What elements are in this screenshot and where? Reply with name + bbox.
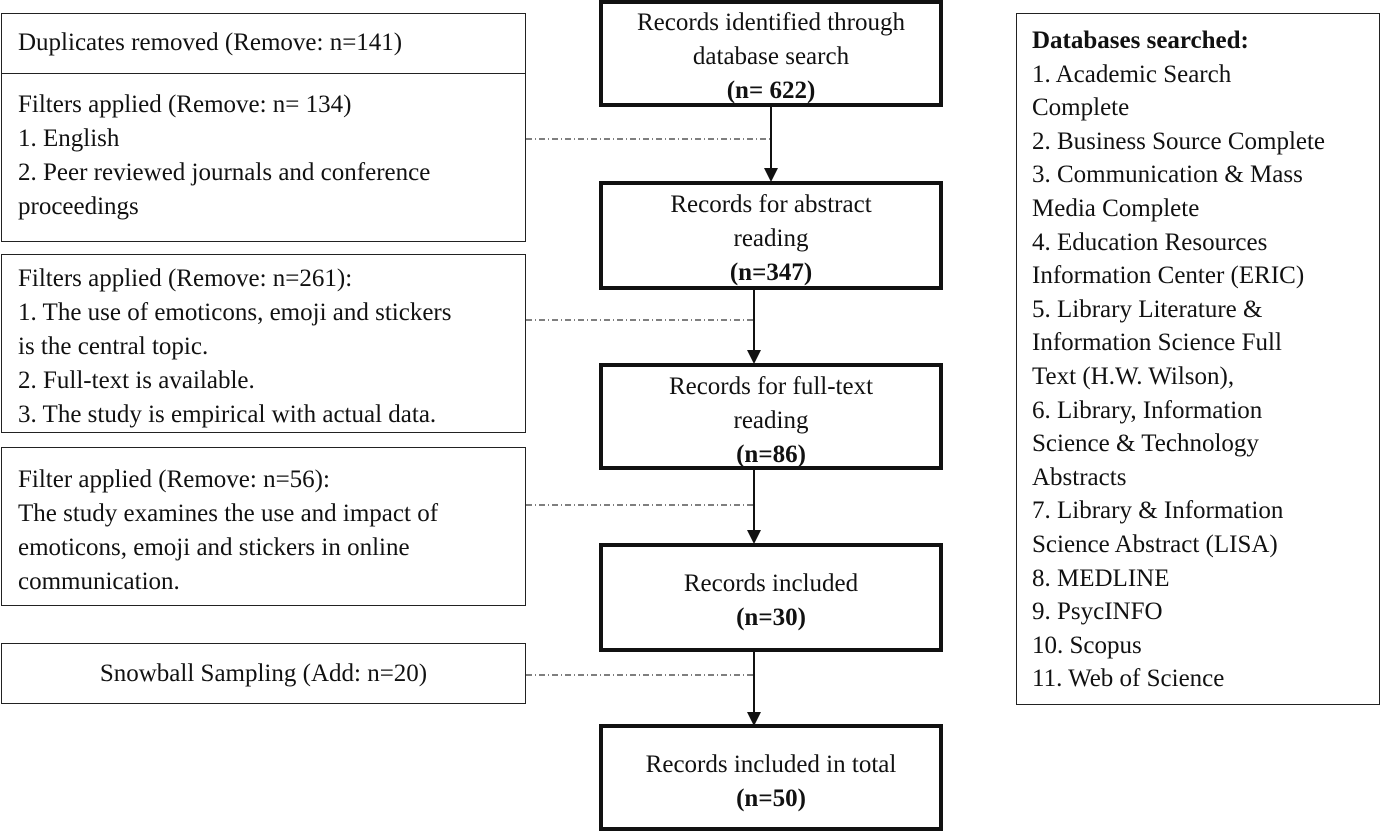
filters2-line: 2. Full-text is available. <box>18 367 255 394</box>
filters2-line: is the central topic. <box>18 333 209 360</box>
databases-searched-box: Databases searched: 1. Academic Search C… <box>1016 13 1380 705</box>
filter3-line: communication. <box>18 568 180 595</box>
records-fulltext-reading-box: Records for full-text reading (n=86) <box>599 363 943 470</box>
duplicates-removed-text: Duplicates removed (Remove: n=141) <box>18 29 403 56</box>
records-abstract-line1: Records for abstract <box>670 191 872 218</box>
databases-title: Databases searched: <box>1032 27 1249 54</box>
database-line: Abstracts <box>1032 463 1127 491</box>
records-abstract-reading-box: Records for abstract reading (n=347) <box>599 181 943 290</box>
records-included-total-box: Records included in total (n=50) <box>599 724 943 831</box>
filter-applied-impact-box: Filter applied (Remove: n=56): The study… <box>1 447 526 606</box>
database-line: 10. Scopus <box>1032 631 1142 659</box>
filters1-title: Filters applied (Remove: n= 134) <box>18 91 352 118</box>
database-line: 5. Library Literature & <box>1032 295 1263 323</box>
filters1-line: 2. Peer reviewed journals and conference <box>18 159 431 186</box>
database-line: Media Complete <box>1032 194 1200 222</box>
database-line: 1. Academic Search <box>1032 60 1232 88</box>
records-identified-line2: database search <box>692 43 850 70</box>
records-fulltext-count: (n=86) <box>736 441 806 468</box>
database-line: Text (H.W. Wilson), <box>1032 362 1235 390</box>
snowball-sampling-box: Snowball Sampling (Add: n=20) <box>1 643 526 704</box>
records-fulltext-line1: Records for full-text <box>668 373 874 400</box>
filters-applied-language-box: Filters applied (Remove: n= 134) 1. Engl… <box>1 73 526 242</box>
filter3-line: The study examines the use and impact of <box>18 500 439 527</box>
database-line: 7. Library & Information <box>1032 497 1284 525</box>
database-line: Information Science Full <box>1032 329 1282 357</box>
filter3-line: emoticons, emoji and stickers in online <box>18 534 410 561</box>
database-line: 6. Library, Information <box>1032 396 1263 424</box>
records-abstract-line2: reading <box>733 225 809 252</box>
records-identified-box: Records identified through database sear… <box>599 0 943 107</box>
database-line: 8. MEDLINE <box>1032 564 1170 592</box>
records-total-line1: Records included in total <box>645 751 897 778</box>
database-line: Complete <box>1032 94 1130 122</box>
snowball-sampling-text: Snowball Sampling (Add: n=20) <box>99 660 428 687</box>
filters2-title: Filters applied (Remove: n=261): <box>18 265 353 292</box>
database-line: Science & Technology <box>1032 430 1259 458</box>
filters2-line: 1. The use of emoticons, emoji and stick… <box>18 299 452 326</box>
database-line: Science Abstract (LISA) <box>1032 530 1278 558</box>
records-fulltext-line2: reading <box>733 407 809 434</box>
records-included-count: (n=30) <box>736 604 806 631</box>
filters-applied-topic-box: Filters applied (Remove: n=261): 1. The … <box>1 254 526 433</box>
filters1-line: proceedings <box>18 193 139 220</box>
database-line: Information Center (ERIC) <box>1032 262 1305 290</box>
filter3-title: Filter applied (Remove: n=56): <box>18 466 330 493</box>
records-identified-line1: Records identified through <box>637 9 905 36</box>
records-total-count: (n=50) <box>736 785 806 812</box>
records-abstract-count: (n=347) <box>729 259 813 286</box>
records-identified-count: (n= 622) <box>726 77 816 104</box>
database-line: 3. Communication & Mass <box>1032 161 1303 189</box>
records-included-line1: Records included <box>683 570 859 597</box>
duplicates-removed-box: Duplicates removed (Remove: n=141) <box>1 13 526 74</box>
filters1-line: 1. English <box>18 125 120 152</box>
database-line: 4. Education Resources <box>1032 228 1268 256</box>
database-line: 9. PsycINFO <box>1032 598 1163 626</box>
filters2-line: 3. The study is empirical with actual da… <box>18 401 437 428</box>
records-included-box: Records included (n=30) <box>599 543 943 652</box>
database-line: 11. Web of Science <box>1032 665 1225 693</box>
database-line: 2. Business Source Complete <box>1032 127 1326 155</box>
